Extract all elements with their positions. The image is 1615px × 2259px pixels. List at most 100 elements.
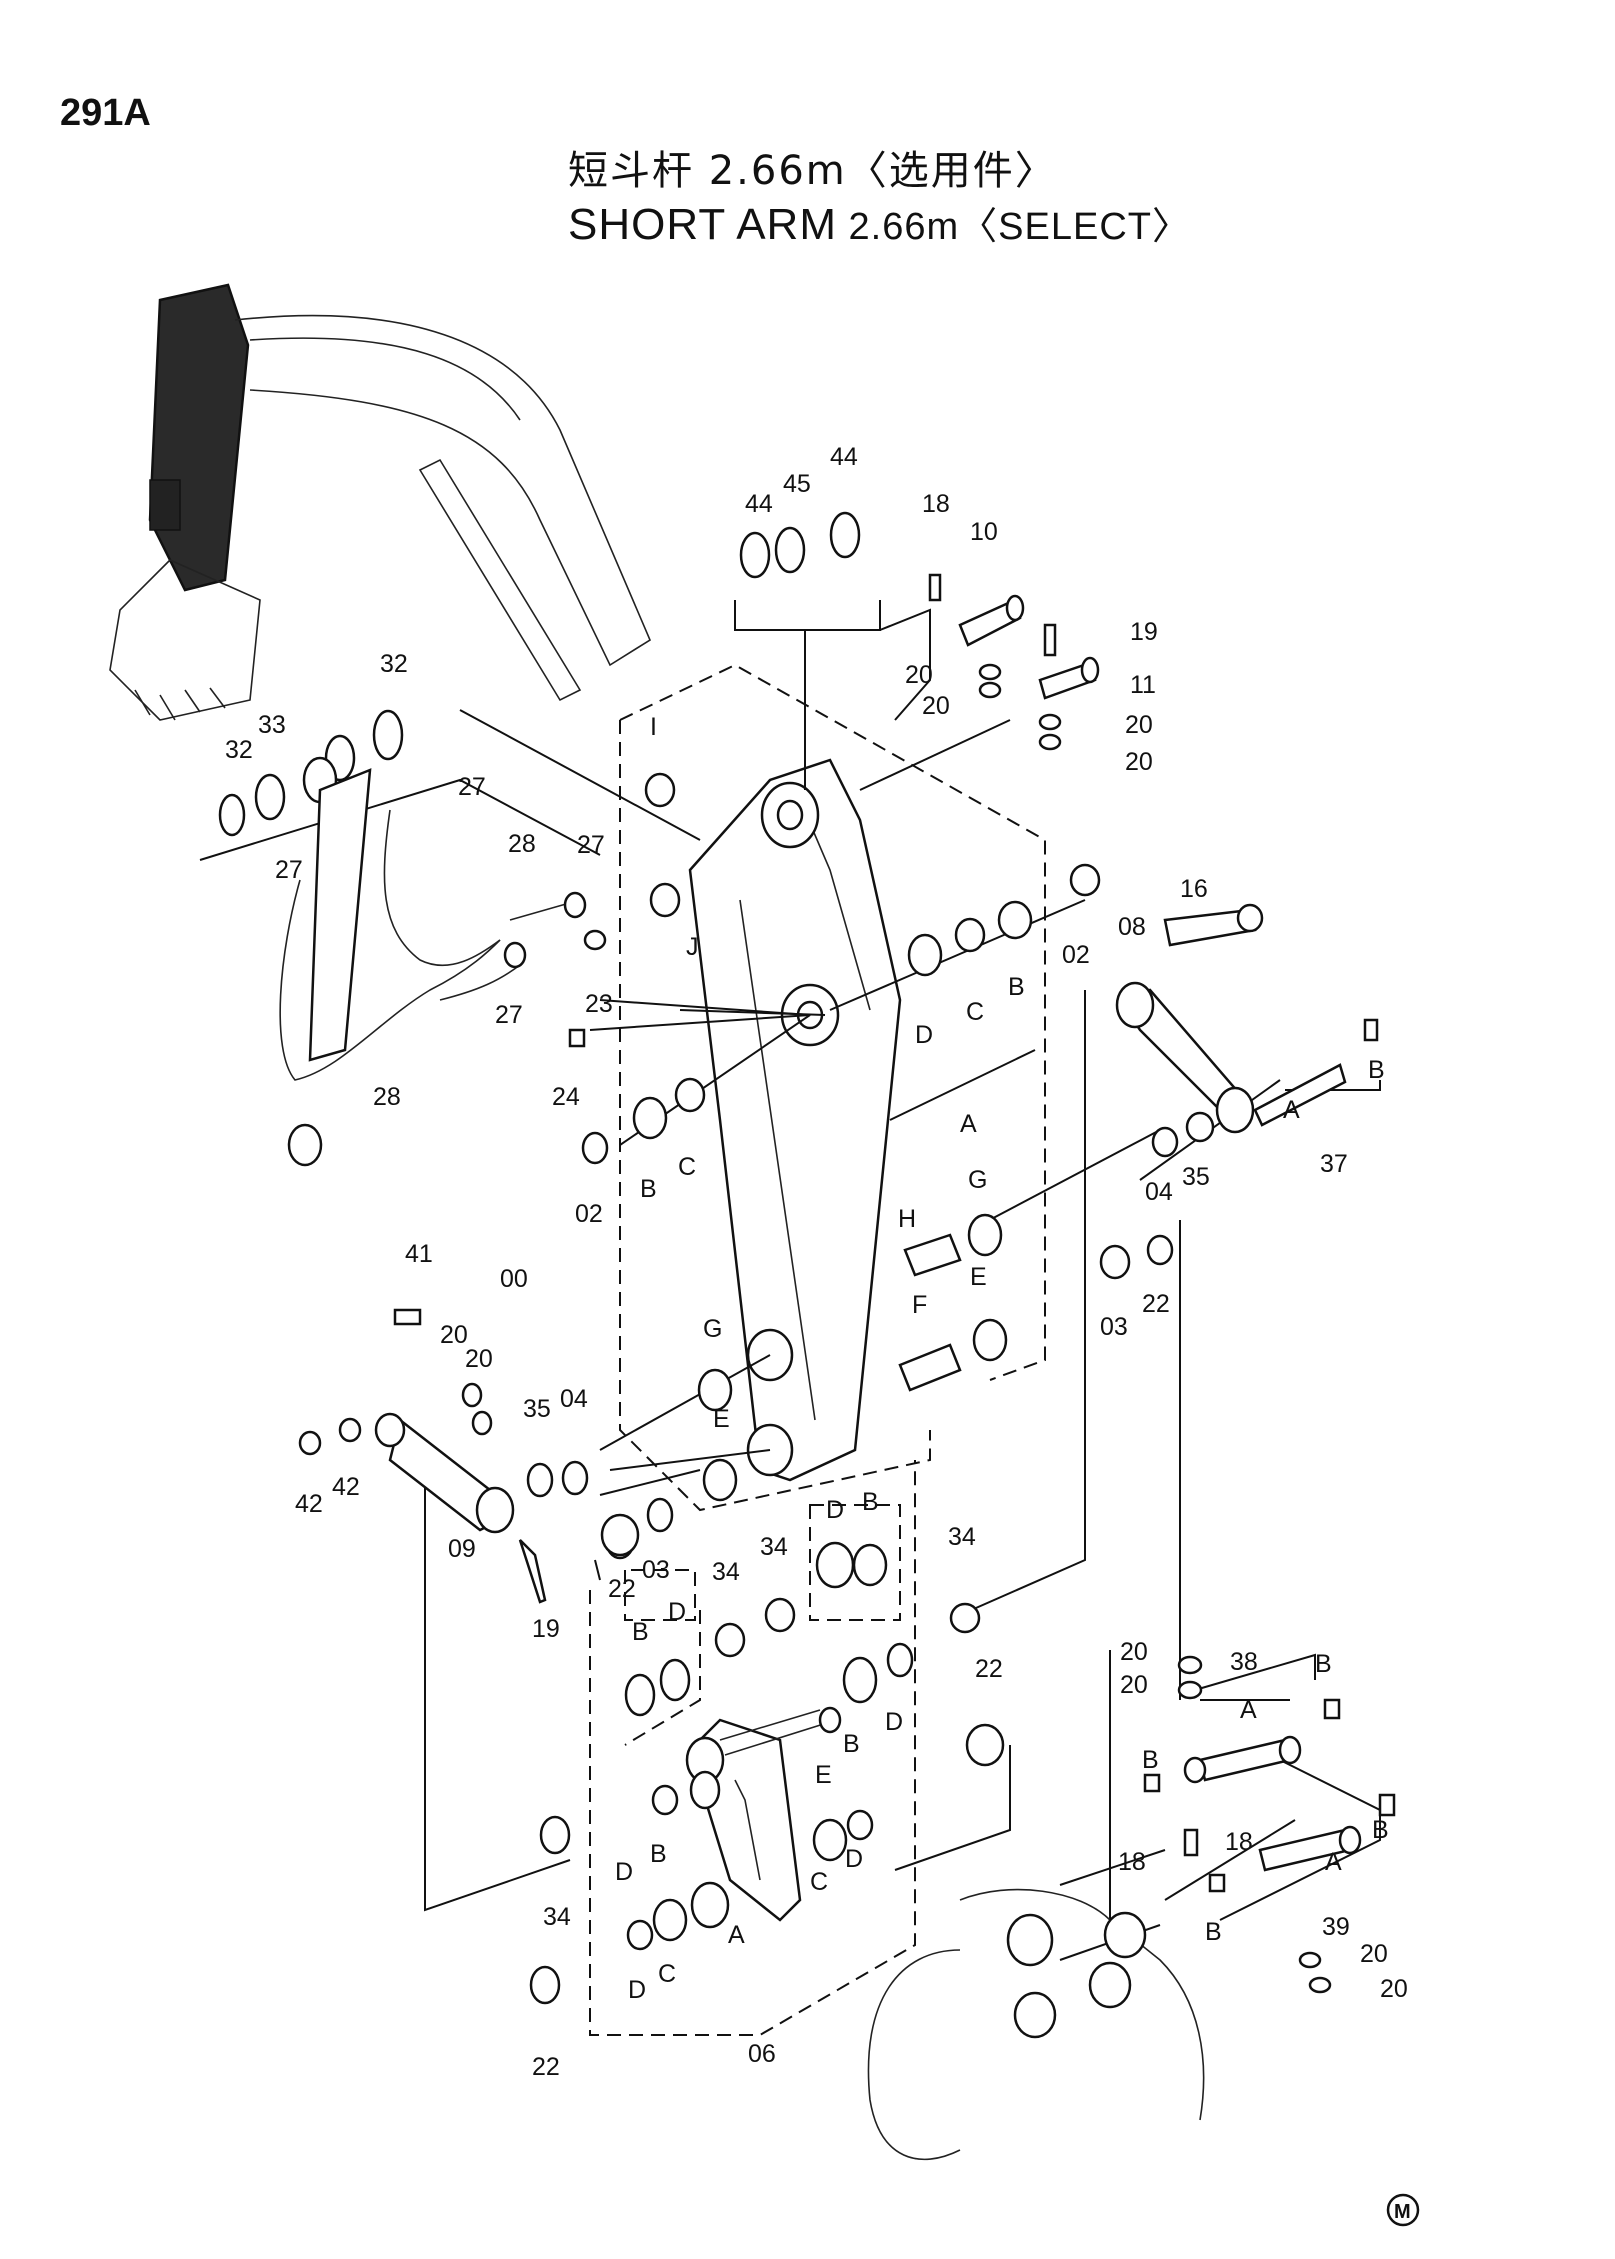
callout: 06 [748,2040,776,2068]
callout: 19 [1130,618,1158,646]
callout: 08 [1118,913,1146,941]
callout: B [1315,1650,1332,1678]
callout: 16 [1180,875,1208,903]
callout: E [713,1405,730,1433]
mark-letter: M [1394,2201,1411,2223]
title-english: SHORT ARM 2.66m〈SELECT〉 [568,195,1191,250]
callout: 20 [1120,1638,1148,1666]
callout: C [810,1868,828,1896]
callout: 42 [295,1490,323,1518]
callout: 20 [922,692,950,720]
callout: B [632,1618,649,1646]
arm-body-part-A [688,758,902,1482]
excavator-inset-illustration [109,283,652,721]
callout: 24 [552,1083,580,1111]
callout: A [1283,1096,1300,1124]
callout: B [1372,1816,1389,1844]
callout: 28 [508,830,536,858]
callout: 44 [830,443,858,471]
callout: 35 [1182,1163,1210,1191]
callout: 32 [380,650,408,678]
callout: A [1325,1848,1342,1876]
callout: 20 [1125,748,1153,776]
callout: 18 [1118,1848,1146,1876]
callout: J [686,933,699,961]
callout: E [970,1263,987,1291]
title-english-sub: 2.66m〈SELECT〉 [836,206,1191,248]
assembly-boundary-lines [589,663,1046,2036]
callout: 34 [712,1558,740,1586]
title-english-main: SHORT ARM [568,200,837,249]
callout: 22 [975,1655,1003,1683]
callout: D [915,1021,933,1049]
leader-lines [199,600,1381,1961]
callout: A [1240,1696,1257,1724]
callout: 20 [1125,711,1153,739]
callout: 03 [1100,1313,1128,1341]
callout: 28 [373,1083,401,1111]
callout: B [640,1175,657,1203]
parts-hardware [218,511,1396,2161]
callout: D [615,1858,633,1886]
callout: 20 [1380,1975,1408,2003]
callout: 27 [275,856,303,884]
callout: 00 [500,1265,528,1293]
callout: 27 [495,1001,523,1029]
callout: 04 [1145,1178,1173,1206]
callout: D [885,1708,903,1736]
callout: C [966,998,984,1026]
callout: C [658,1960,676,1988]
callout: H [898,1205,916,1233]
callout: B [1368,1056,1385,1084]
callout: A [728,1921,745,1949]
callout: D [668,1598,686,1626]
callout: B [1142,1746,1159,1774]
callout: 33 [258,711,286,739]
callout: 02 [575,1200,603,1228]
callout: 20 [1360,1940,1388,1968]
callout: B [862,1488,879,1516]
callout: 18 [1225,1828,1253,1856]
callout: 34 [948,1523,976,1551]
callout: 39 [1322,1913,1350,1941]
callout: 10 [970,518,998,546]
callout: D [826,1496,844,1524]
callout: 37 [1320,1150,1348,1178]
callout: B [1205,1918,1222,1946]
callout: 22 [1142,1290,1170,1318]
callout-labels: 44 45 44 18 10 19 11 20 20 20 20 32 33 3… [225,443,1408,2081]
callout: E [815,1761,832,1789]
callout: B [650,1840,667,1868]
callout: 44 [745,490,773,518]
callout: C [678,1153,696,1181]
callout: 18 [922,490,950,518]
callout: 45 [783,470,811,498]
callout: I [650,713,657,741]
callout: B [1008,973,1025,1001]
callout: G [968,1166,987,1194]
callout: 22 [532,2053,560,2081]
callout: 34 [543,1903,571,1931]
callout: 11 [1130,671,1156,699]
callout: 38 [1230,1648,1258,1676]
circled-m-mark: M [1386,2193,1420,2227]
callout: 42 [332,1473,360,1501]
callout: 03 [642,1556,670,1584]
callout: A [960,1110,977,1138]
callout: 32 [225,736,253,764]
callout: 27 [577,831,605,859]
callout: D [628,1976,646,2004]
callout: 04 [560,1385,588,1413]
callout: 20 [1120,1671,1148,1699]
callout: 34 [760,1533,788,1561]
callout: 20 [440,1321,468,1349]
page-code: 291A [60,92,151,134]
callout: 09 [448,1535,476,1563]
callout: 20 [905,661,933,689]
callout: F [912,1291,927,1319]
callout: 22 [608,1575,636,1603]
callout: 02 [1062,941,1090,969]
callout: B [843,1730,860,1758]
